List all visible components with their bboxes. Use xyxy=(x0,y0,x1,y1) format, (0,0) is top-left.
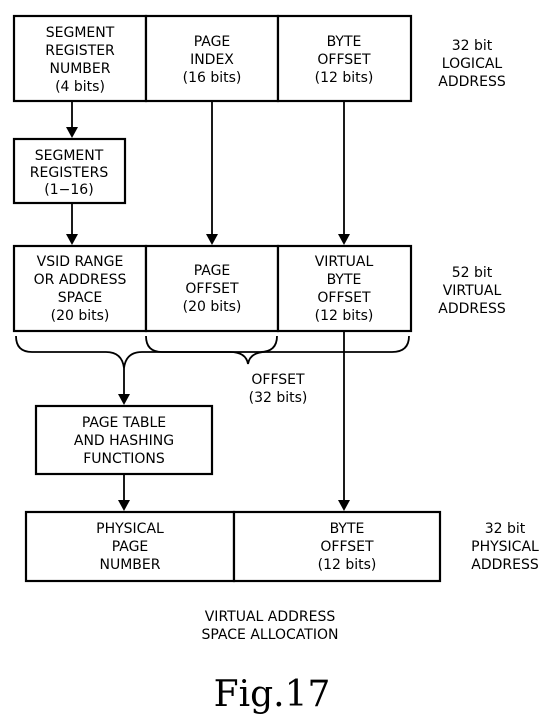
segment-register-line-3: NUMBER xyxy=(50,61,111,77)
vsid-box xyxy=(12,244,148,333)
virtual-address-label-1: 52 bit xyxy=(452,265,493,281)
segment-register-line-2: REGISTER xyxy=(45,43,115,59)
caption-line-2: SPACE ALLOCATION xyxy=(202,627,339,643)
segment-register-line-1: SEGMENT xyxy=(46,25,115,41)
physical-page-number-line-2: PAGE xyxy=(112,539,149,555)
physical-byte-offset-line-1: BYTE xyxy=(330,521,365,537)
page-offset-line-3: (20 bits) xyxy=(183,299,242,315)
segment-register-number-box xyxy=(12,14,148,103)
offset-label-line-1: OFFSET xyxy=(251,372,305,388)
vsid-line-4: (20 bits) xyxy=(51,308,110,324)
physical-page-number-box xyxy=(24,510,236,583)
vsid-line-1: VSID RANGE xyxy=(37,254,124,270)
page-index-box xyxy=(144,14,280,103)
physical-page-number-line-3: NUMBER xyxy=(100,557,161,573)
page-table-line-2: AND HASHING xyxy=(74,433,174,449)
arrow-page-table-to-physical-head xyxy=(118,500,130,511)
arrow-page-index-head xyxy=(206,234,218,245)
physical-byte-offset-line-2: OFFSET xyxy=(320,539,374,555)
byte-offset-line-3: (12 bits) xyxy=(315,70,374,86)
virtual-address-label-3: ADDRESS xyxy=(438,301,506,317)
page-table-line-1: PAGE TABLE xyxy=(82,415,166,431)
segment-registers-line-1: SEGMENT xyxy=(35,148,104,164)
arrow-byte-offset-head xyxy=(338,234,350,245)
virtual-byte-offset-line-2: BYTE xyxy=(327,272,362,288)
page-offset-line-1: PAGE xyxy=(194,263,231,279)
vsid-line-2: OR ADDRESS xyxy=(34,272,127,288)
byte-offset-line-2: OFFSET xyxy=(317,52,371,68)
virtual-address-row: VSID RANGE OR ADDRESS SPACE (20 bits) PA… xyxy=(12,244,506,333)
physical-byte-offset-box xyxy=(232,510,442,583)
arrow-registers-to-vsid-head xyxy=(66,234,78,245)
arrow-segment-to-registers-head xyxy=(66,127,78,138)
page-index-line-3: (16 bits) xyxy=(183,70,242,86)
caption-line-1: VIRTUAL ADDRESS xyxy=(205,609,336,625)
physical-address-row: PHYSICAL PAGE NUMBER BYTE OFFSET (12 bit… xyxy=(24,510,539,583)
page-index-line-1: PAGE xyxy=(194,34,231,50)
logical-address-label-1: 32 bit xyxy=(452,38,493,54)
physical-page-number-line-1: PHYSICAL xyxy=(96,521,164,537)
logical-address-label-2: LOGICAL xyxy=(442,56,503,72)
arrow-brace-to-page-table-head xyxy=(118,394,130,405)
page-offset-box xyxy=(144,244,280,333)
arrows xyxy=(66,101,350,511)
logical-address-label-3: ADDRESS xyxy=(438,74,506,90)
segment-registers-box xyxy=(12,137,127,205)
page-table-line-3: FUNCTIONS xyxy=(83,451,165,467)
segment-registers-line-3: (1−16) xyxy=(44,182,93,198)
page-offset-line-2: OFFSET xyxy=(185,281,239,297)
segment-registers-line-2: REGISTERS xyxy=(30,165,109,181)
physical-address-label-1: 32 bit xyxy=(485,521,526,537)
arrow-virtual-byte-offset-head xyxy=(338,500,350,511)
virtual-byte-offset-line-3: OFFSET xyxy=(317,290,371,306)
byte-offset-line-1: BYTE xyxy=(327,34,362,50)
figure-label: Fig.17 xyxy=(214,674,331,715)
vsid-line-3: SPACE xyxy=(58,290,102,306)
physical-byte-offset-line-3: (12 bits) xyxy=(318,557,377,573)
page-index-line-2: INDEX xyxy=(190,52,234,68)
offset-brace xyxy=(145,335,410,365)
virtual-byte-offset-line-4: (12 bits) xyxy=(315,308,374,324)
offset-label-line-2: (32 bits) xyxy=(249,390,308,406)
byte-offset-box xyxy=(276,14,413,103)
virtual-address-label-2: VIRTUAL xyxy=(443,283,502,299)
virtual-byte-offset-line-1: VIRTUAL xyxy=(315,254,374,270)
logical-address-row: SEGMENT REGISTER NUMBER (4 bits) PAGE IN… xyxy=(12,14,506,103)
segment-register-line-4: (4 bits) xyxy=(55,79,105,95)
physical-address-label-3: ADDRESS xyxy=(471,557,539,573)
physical-address-label-2: PHYSICAL xyxy=(471,539,539,555)
